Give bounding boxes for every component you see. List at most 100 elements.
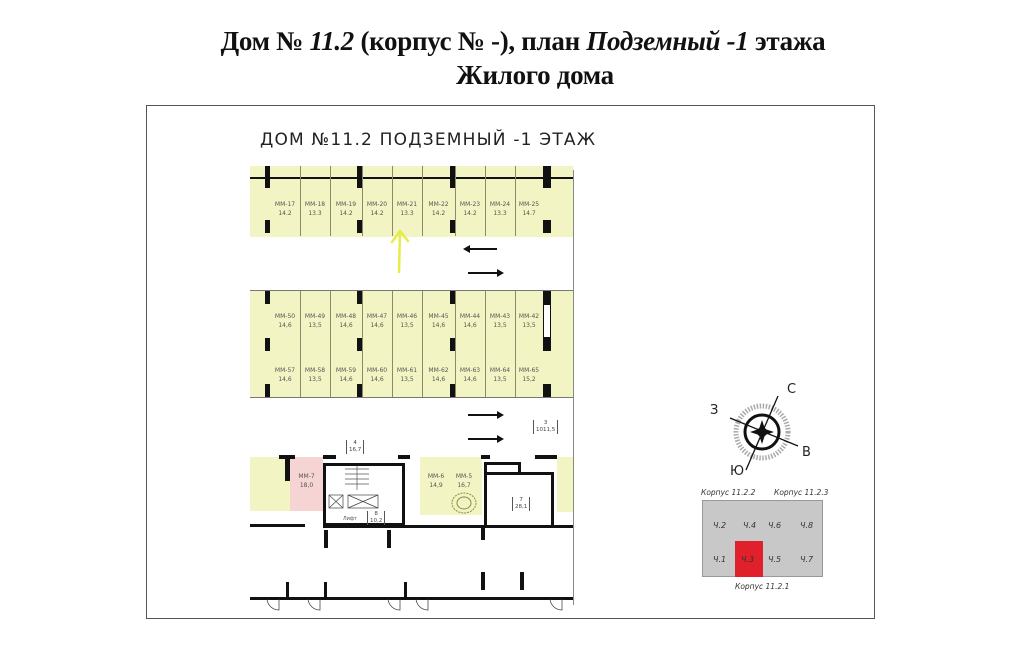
column xyxy=(543,291,551,304)
wall xyxy=(323,525,573,528)
section-label: Ч.5 xyxy=(768,555,782,564)
column xyxy=(543,304,551,338)
column xyxy=(543,220,551,233)
space-divider xyxy=(330,166,331,236)
space-divider xyxy=(362,166,363,236)
stairs-icon xyxy=(345,466,369,490)
space-divider xyxy=(392,291,393,397)
wall xyxy=(481,455,490,459)
space-divider xyxy=(300,166,301,236)
column xyxy=(543,166,551,188)
column xyxy=(265,291,270,304)
column xyxy=(450,166,455,188)
wall xyxy=(250,524,305,527)
section-label: Ч.6 xyxy=(768,521,782,530)
space-divider xyxy=(485,291,486,397)
space-divider xyxy=(362,291,363,397)
page-title: Дом № 11.2 (корпус № -), план Подземный … xyxy=(220,26,826,56)
parking-zone-bottom-middle xyxy=(420,457,482,515)
plan-frame xyxy=(146,105,875,619)
space-divider xyxy=(515,166,516,236)
axis-line xyxy=(250,177,573,179)
wall xyxy=(324,530,328,548)
space-divider xyxy=(455,166,456,236)
column xyxy=(543,338,551,351)
space-divider xyxy=(422,166,423,236)
compass-north: С xyxy=(787,382,797,397)
column xyxy=(265,338,270,351)
parking-space-mm7[interactable] xyxy=(290,457,323,511)
column xyxy=(450,291,455,304)
column xyxy=(357,291,362,304)
page-subtitle: Жилого дома xyxy=(456,60,614,90)
key-plan: Ч.2 Ч.4 Ч.6 Ч.8 Ч.1 Ч.3 Ч.5 Ч.7 xyxy=(702,500,823,577)
compass: С З В Ю xyxy=(710,382,820,485)
section-label: Ч.4 xyxy=(743,521,757,530)
facade-wall xyxy=(250,597,573,600)
column xyxy=(543,384,551,397)
column xyxy=(265,166,270,188)
column xyxy=(450,384,455,397)
wall xyxy=(481,572,485,590)
wall xyxy=(285,457,290,481)
compass-west: З xyxy=(710,403,719,418)
doors-icon xyxy=(266,598,563,611)
space-divider xyxy=(392,166,393,236)
parking-zone-middle xyxy=(250,291,573,397)
traffic-arrow-left-icon xyxy=(463,245,497,253)
space-divider xyxy=(485,166,486,236)
wall xyxy=(535,455,557,459)
compass-rose-icon xyxy=(729,395,799,471)
section-label: Ч.2 xyxy=(713,521,727,530)
column xyxy=(357,166,362,188)
wall xyxy=(520,572,524,590)
zone-border xyxy=(250,290,573,291)
zone-border xyxy=(250,397,573,398)
wall xyxy=(279,455,295,459)
compass-south: Ю xyxy=(730,464,745,479)
wall xyxy=(286,582,289,598)
lift-label: Лифт xyxy=(342,516,358,522)
marker-arrow-icon xyxy=(390,228,410,274)
wall xyxy=(387,530,391,548)
parking-zone-bottom-right xyxy=(557,457,573,512)
selected-section[interactable] xyxy=(735,541,763,577)
wall-block xyxy=(484,462,521,475)
wall xyxy=(481,528,485,540)
section-label: Ч.7 xyxy=(800,555,814,564)
section-label: Ч.1 xyxy=(713,555,727,564)
compass-east: В xyxy=(802,445,811,460)
